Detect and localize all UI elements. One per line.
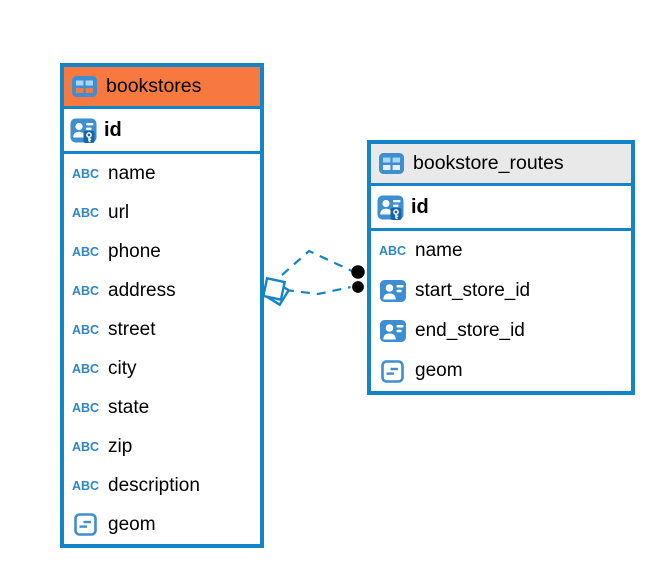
column-row-city[interactable]: ABC city <box>64 349 260 388</box>
table-header[interactable]: bookstore_routes <box>371 144 631 186</box>
text-type-icon: ABC <box>378 244 407 258</box>
table-header[interactable]: bookstores <box>64 67 260 109</box>
column-row-description[interactable]: ABC description <box>64 466 260 505</box>
column-name: name <box>415 240 463 261</box>
column-name: street <box>108 318 156 340</box>
table-bookstore-routes[interactable]: bookstore_routes id <box>367 140 635 395</box>
column-row-geom[interactable]: geom <box>371 351 631 391</box>
column-row-end-store-id[interactable]: end_store_id <box>371 311 631 351</box>
table-icon <box>72 76 97 97</box>
table-icon <box>379 153 404 174</box>
column-row-name[interactable]: ABC name <box>371 231 631 271</box>
geometry-type-icon <box>378 359 407 383</box>
primary-key-name: id <box>104 118 122 141</box>
primary-key-name: id <box>411 195 429 218</box>
relationship-dot-endpoints[interactable] <box>350 265 366 295</box>
relationship-link-lower[interactable] <box>284 285 352 296</box>
column-row-address[interactable]: ABC address <box>64 271 260 310</box>
column-row-geom[interactable]: geom <box>64 505 260 544</box>
column-list: ABC name start_store_id <box>371 231 631 391</box>
primary-key-icon <box>377 194 404 221</box>
text-type-icon: ABC <box>71 439 100 454</box>
column-name: end_store_id <box>415 320 525 341</box>
column-name: url <box>108 201 130 223</box>
column-name: geom <box>415 360 463 381</box>
column-name: city <box>108 357 137 379</box>
column-name: geom <box>108 513 156 535</box>
column-name: start_store_id <box>415 280 531 301</box>
column-row-phone[interactable]: ABC phone <box>64 232 260 271</box>
text-type-icon: ABC <box>71 166 100 181</box>
column-name: zip <box>108 435 133 457</box>
column-name: address <box>108 279 176 301</box>
column-row-url[interactable]: ABC url <box>64 193 260 232</box>
column-row-street[interactable]: ABC street <box>64 310 260 349</box>
text-type-icon: ABC <box>71 361 100 376</box>
column-list: ABC name ABC url ABC phone ABC address A… <box>64 154 260 544</box>
text-type-icon: ABC <box>71 322 100 337</box>
primary-key-row[interactable]: id <box>64 109 260 154</box>
text-type-icon: ABC <box>71 244 100 259</box>
relationship-link-upper[interactable] <box>281 249 353 276</box>
column-name: state <box>108 396 150 418</box>
column-name: phone <box>108 240 161 262</box>
text-type-icon: ABC <box>71 400 100 415</box>
table-name: bookstore_routes <box>413 152 564 174</box>
text-type-icon: ABC <box>71 205 100 220</box>
table-bookstores[interactable]: bookstores id ABC <box>60 63 264 548</box>
column-row-name[interactable]: ABC name <box>64 154 260 193</box>
text-type-icon: ABC <box>71 478 100 493</box>
column-row-zip[interactable]: ABC zip <box>64 427 260 466</box>
column-row-start-store-id[interactable]: start_store_id <box>371 271 631 311</box>
geometry-type-icon <box>71 513 100 536</box>
table-name: bookstores <box>106 75 202 97</box>
primary-key-icon <box>70 117 97 144</box>
relationship-diamond-endpoint[interactable] <box>261 276 291 307</box>
column-name: name <box>108 162 156 184</box>
primary-key-row[interactable]: id <box>371 186 631 231</box>
foreign-key-icon <box>378 320 407 342</box>
column-name: description <box>108 474 200 496</box>
text-type-icon: ABC <box>71 283 100 298</box>
foreign-key-icon <box>378 280 407 302</box>
column-row-state[interactable]: ABC state <box>64 388 260 427</box>
